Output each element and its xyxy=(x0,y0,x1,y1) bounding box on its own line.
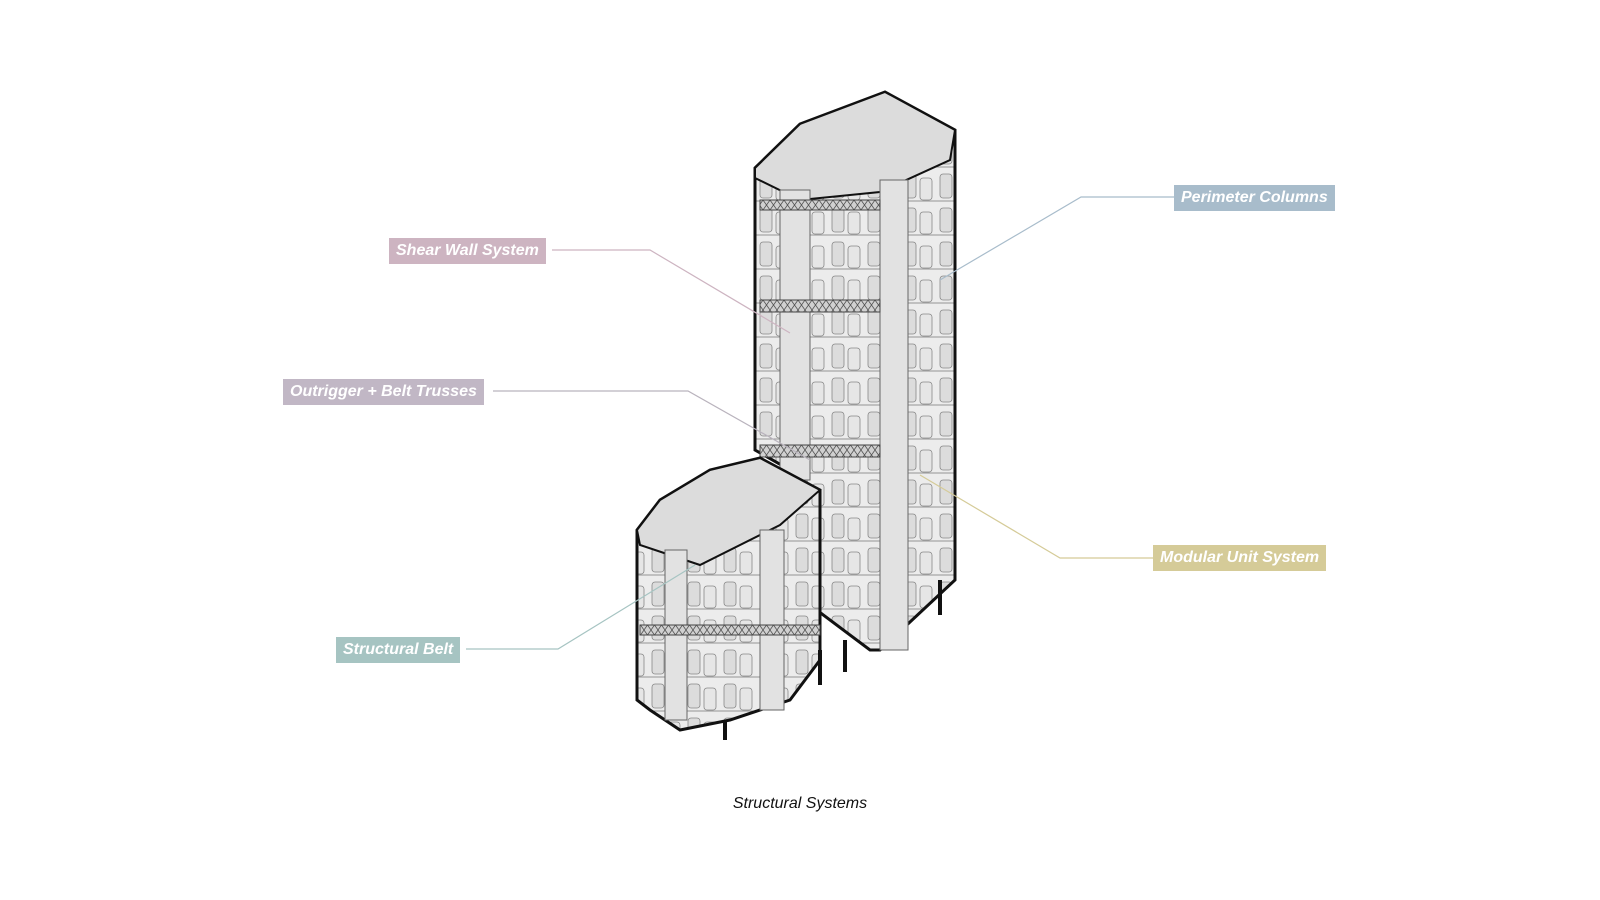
leader-outrigger xyxy=(493,390,811,461)
outrigger-truss-upper xyxy=(759,299,881,313)
leader-perimeter xyxy=(939,196,1175,281)
label-perimeter-columns: Perimeter Columns xyxy=(1174,185,1335,211)
label-modular-unit-system: Modular Unit System xyxy=(1153,545,1327,571)
structural-belt-truss xyxy=(639,624,821,636)
outrigger-truss-lower xyxy=(759,444,881,458)
label-structural-belt: Structural Belt xyxy=(336,637,461,663)
leader-shear-wall xyxy=(552,249,791,334)
leader-structural-belt xyxy=(466,564,696,650)
outrigger-truss-top xyxy=(759,199,881,211)
leader-modular xyxy=(919,474,1155,559)
tower-podium xyxy=(635,456,942,740)
figure-caption: Structural Systems xyxy=(732,795,868,812)
label-outrigger-belt-trusses: Outrigger + Belt Trusses xyxy=(283,379,484,405)
label-shear-wall-system: Shear Wall System xyxy=(389,238,546,264)
